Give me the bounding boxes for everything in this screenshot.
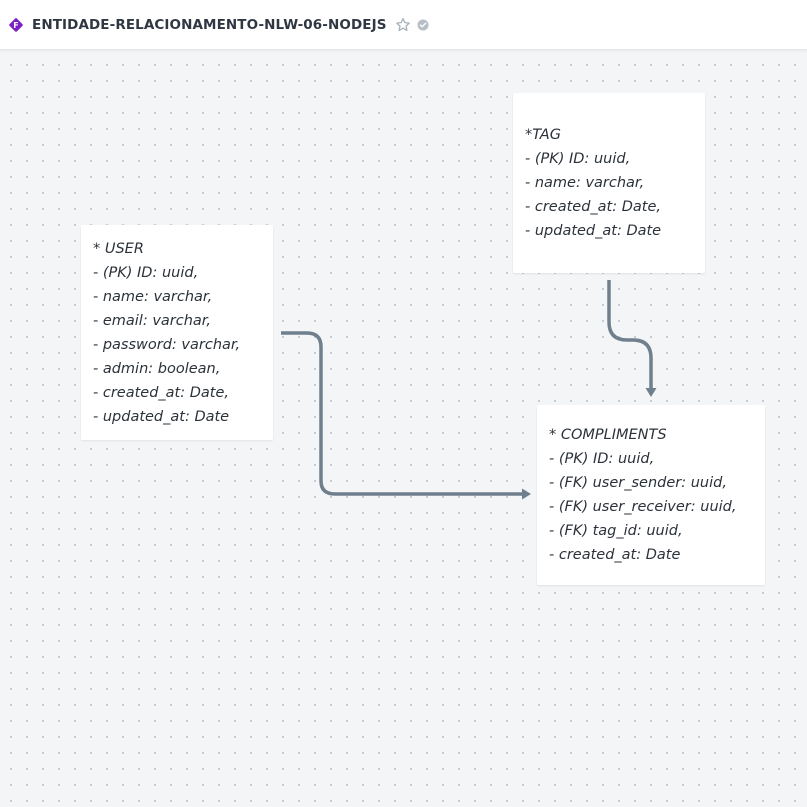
entity-field: - (PK) ID: uuid, bbox=[549, 451, 655, 467]
entity-field: - admin: boolean, bbox=[93, 361, 221, 377]
entity-card-user[interactable]: * USER - (PK) ID: uuid, - name: varchar,… bbox=[81, 225, 273, 440]
entity-field: - email: varchar, bbox=[93, 313, 212, 329]
entity-field: - updated_at: Date bbox=[525, 223, 662, 239]
entity-title: * COMPLIMENTS bbox=[549, 427, 667, 443]
verified-check-icon bbox=[417, 19, 429, 30]
entity-card-compliments[interactable]: * COMPLIMENTS - (PK) ID: uuid, - (FK) us… bbox=[537, 405, 765, 585]
entity-field: - created_at: Date, bbox=[93, 385, 229, 401]
entity-field: - created_at: Date bbox=[549, 547, 681, 563]
entity-field: - (PK) ID: uuid, bbox=[93, 265, 199, 281]
entity-field: - created_at: Date, bbox=[525, 199, 661, 215]
board-logo-icon[interactable]: F bbox=[8, 17, 24, 33]
star-icon[interactable] bbox=[395, 17, 411, 33]
entity-field: - (FK) user_receiver: uuid, bbox=[549, 499, 737, 515]
board-header: F ENTIDADE-RELACIONAMENTO-NLW-06-NODEJS bbox=[0, 0, 807, 50]
entity-field: - password: varchar, bbox=[93, 337, 241, 353]
entity-field: - name: varchar, bbox=[93, 289, 213, 305]
entity-card-tag[interactable]: *TAG - (PK) ID: uuid, - name: varchar, -… bbox=[513, 93, 705, 273]
entity-field: - name: varchar, bbox=[525, 175, 645, 191]
svg-text:F: F bbox=[13, 21, 18, 30]
entity-field: - updated_at: Date bbox=[93, 409, 230, 425]
entity-title: * USER bbox=[93, 241, 144, 257]
entity-field: - (FK) user_sender: uuid, bbox=[549, 475, 727, 491]
entity-field: - (PK) ID: uuid, bbox=[525, 151, 631, 167]
entity-title: *TAG bbox=[525, 127, 561, 143]
board-title[interactable]: ENTIDADE-RELACIONAMENTO-NLW-06-NODEJS bbox=[32, 16, 387, 33]
entity-field: - (FK) tag_id: uuid, bbox=[549, 523, 683, 539]
